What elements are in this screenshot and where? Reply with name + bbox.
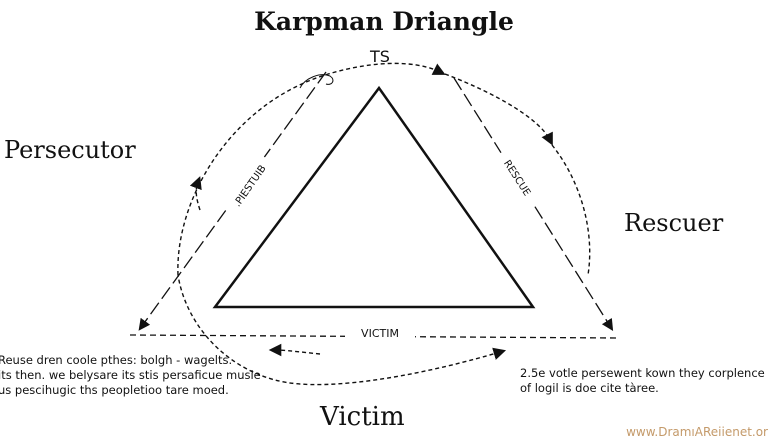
- top-left-squiggle: [299, 74, 334, 89]
- left-arc-arrow: [189, 176, 202, 211]
- caption-line: its then. we belysare its stis persaficu…: [0, 368, 261, 382]
- watermark: www.DramıAReiienet.or: [626, 425, 768, 439]
- caption-line: of logil is doe cite tàree.: [520, 381, 659, 395]
- role-rescuer: Rescuer: [624, 209, 724, 237]
- caption-left: Reuse dren coole pthes: bolgh - wagelts.…: [0, 353, 261, 398]
- right-arc: [444, 73, 553, 146]
- role-persecutor: Persecutor: [4, 136, 136, 164]
- caption-line: us pescihugic ths peopletioo tare moed.: [0, 383, 229, 397]
- caption-right: 2.5e votle persewent kown they corplence…: [520, 366, 768, 396]
- role-victim: Victim: [319, 402, 405, 432]
- top-label: TS: [369, 47, 390, 66]
- diagram-title: Karpman Driangle: [254, 7, 514, 36]
- right-arc-lower: [551, 144, 591, 276]
- bottom-loop: [177, 274, 507, 386]
- inner-triangle: [212, 85, 536, 309]
- bottom-left-arrow: [268, 343, 321, 357]
- caption-line: Reuse dren coole pthes: bolgh - wagelts.: [0, 353, 233, 367]
- caption-line: 2.5e votle persewent kown they corplence…: [520, 366, 768, 380]
- edge-label-bottom: VICTIM: [361, 327, 399, 340]
